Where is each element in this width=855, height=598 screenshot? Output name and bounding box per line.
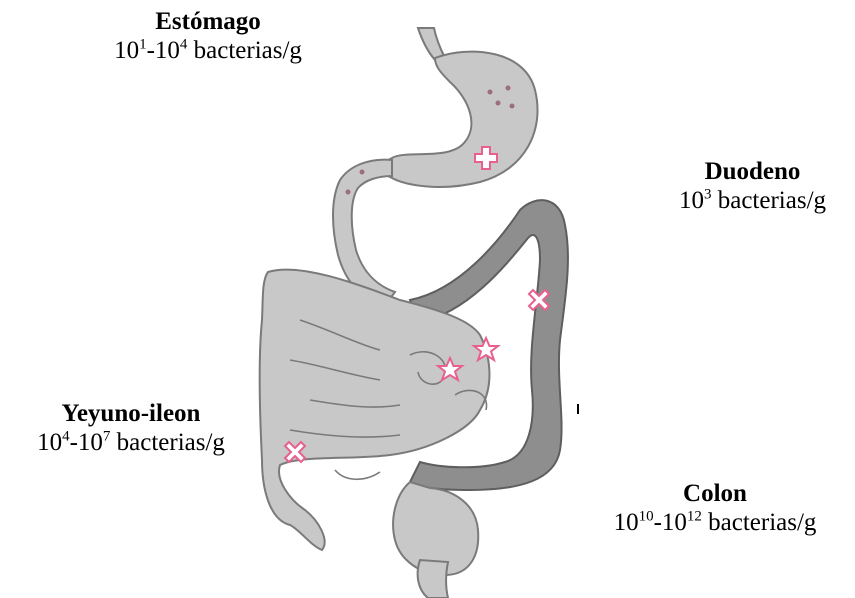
stomach-count: 101-104 bacterias/g (98, 37, 318, 66)
jejunum-ileum-label: Yeyuno-ileon 104-107 bacterias/g (0, 400, 262, 458)
colon-count: 1010-1012 bacterias/g (580, 509, 850, 538)
stomach-organ (382, 28, 537, 187)
stomach-label: Estómago 101-104 bacterias/g (98, 8, 318, 66)
jejunum-ileum-count: 104-107 bacterias/g (0, 429, 262, 458)
duodenum-label: Duodeno 103 bacterias/g (650, 158, 855, 216)
colon-name: Colon (580, 480, 850, 509)
stomach-name: Estómago (98, 8, 318, 37)
duodenum-count: 103 bacterias/g (650, 187, 855, 216)
duodenum-name: Duodeno (650, 158, 855, 187)
jejunum-ileum-name: Yeyuno-ileon (0, 400, 262, 429)
colon-label: Colon 1010-1012 bacterias/g (580, 480, 850, 538)
